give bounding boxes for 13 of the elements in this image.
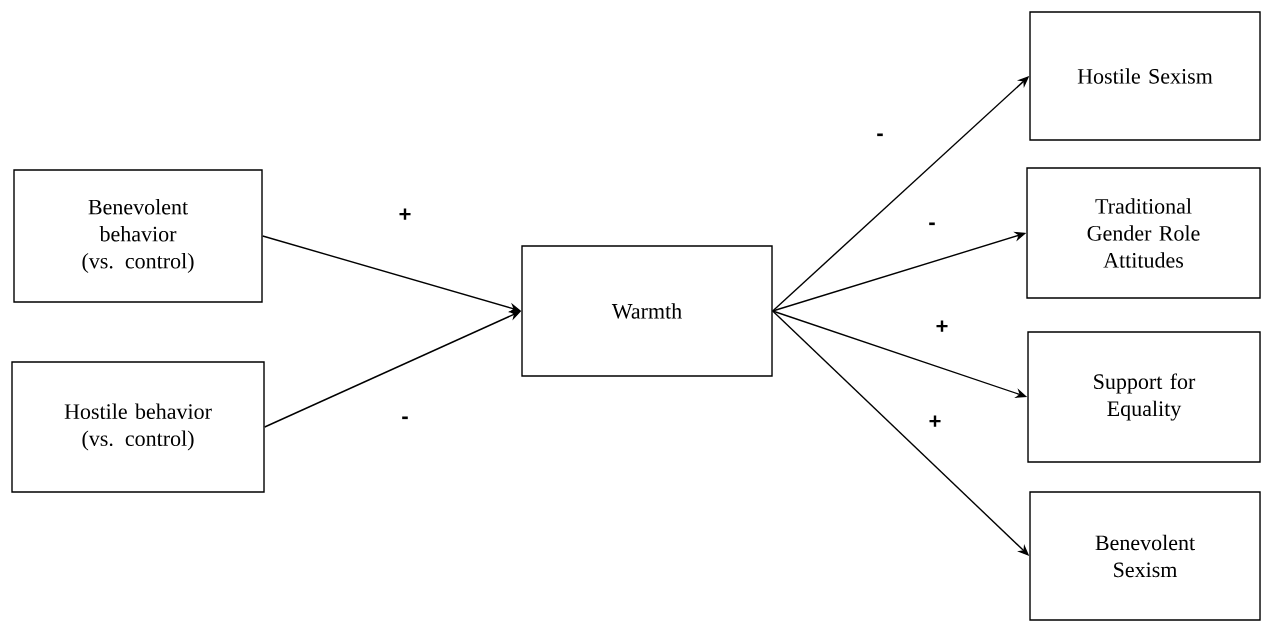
box: Traditional Gender Role Attitudes xyxy=(1026,167,1261,299)
edge-label: - xyxy=(877,133,883,137)
box: Hostile Sexism xyxy=(1029,11,1261,141)
edge-label: + xyxy=(936,320,948,332)
box: Support for Equality xyxy=(1027,331,1261,463)
edge-label: - xyxy=(929,222,935,226)
edge-label: + xyxy=(929,415,941,427)
edge-label: - xyxy=(402,416,408,420)
box: Benevolent Sexism xyxy=(1029,491,1261,621)
edge-label: + xyxy=(399,208,411,220)
box: Hostile behavior (vs. control) xyxy=(11,361,265,493)
box: Benevolent behavior (vs. control) xyxy=(13,169,263,303)
box: Warmth xyxy=(521,245,773,377)
